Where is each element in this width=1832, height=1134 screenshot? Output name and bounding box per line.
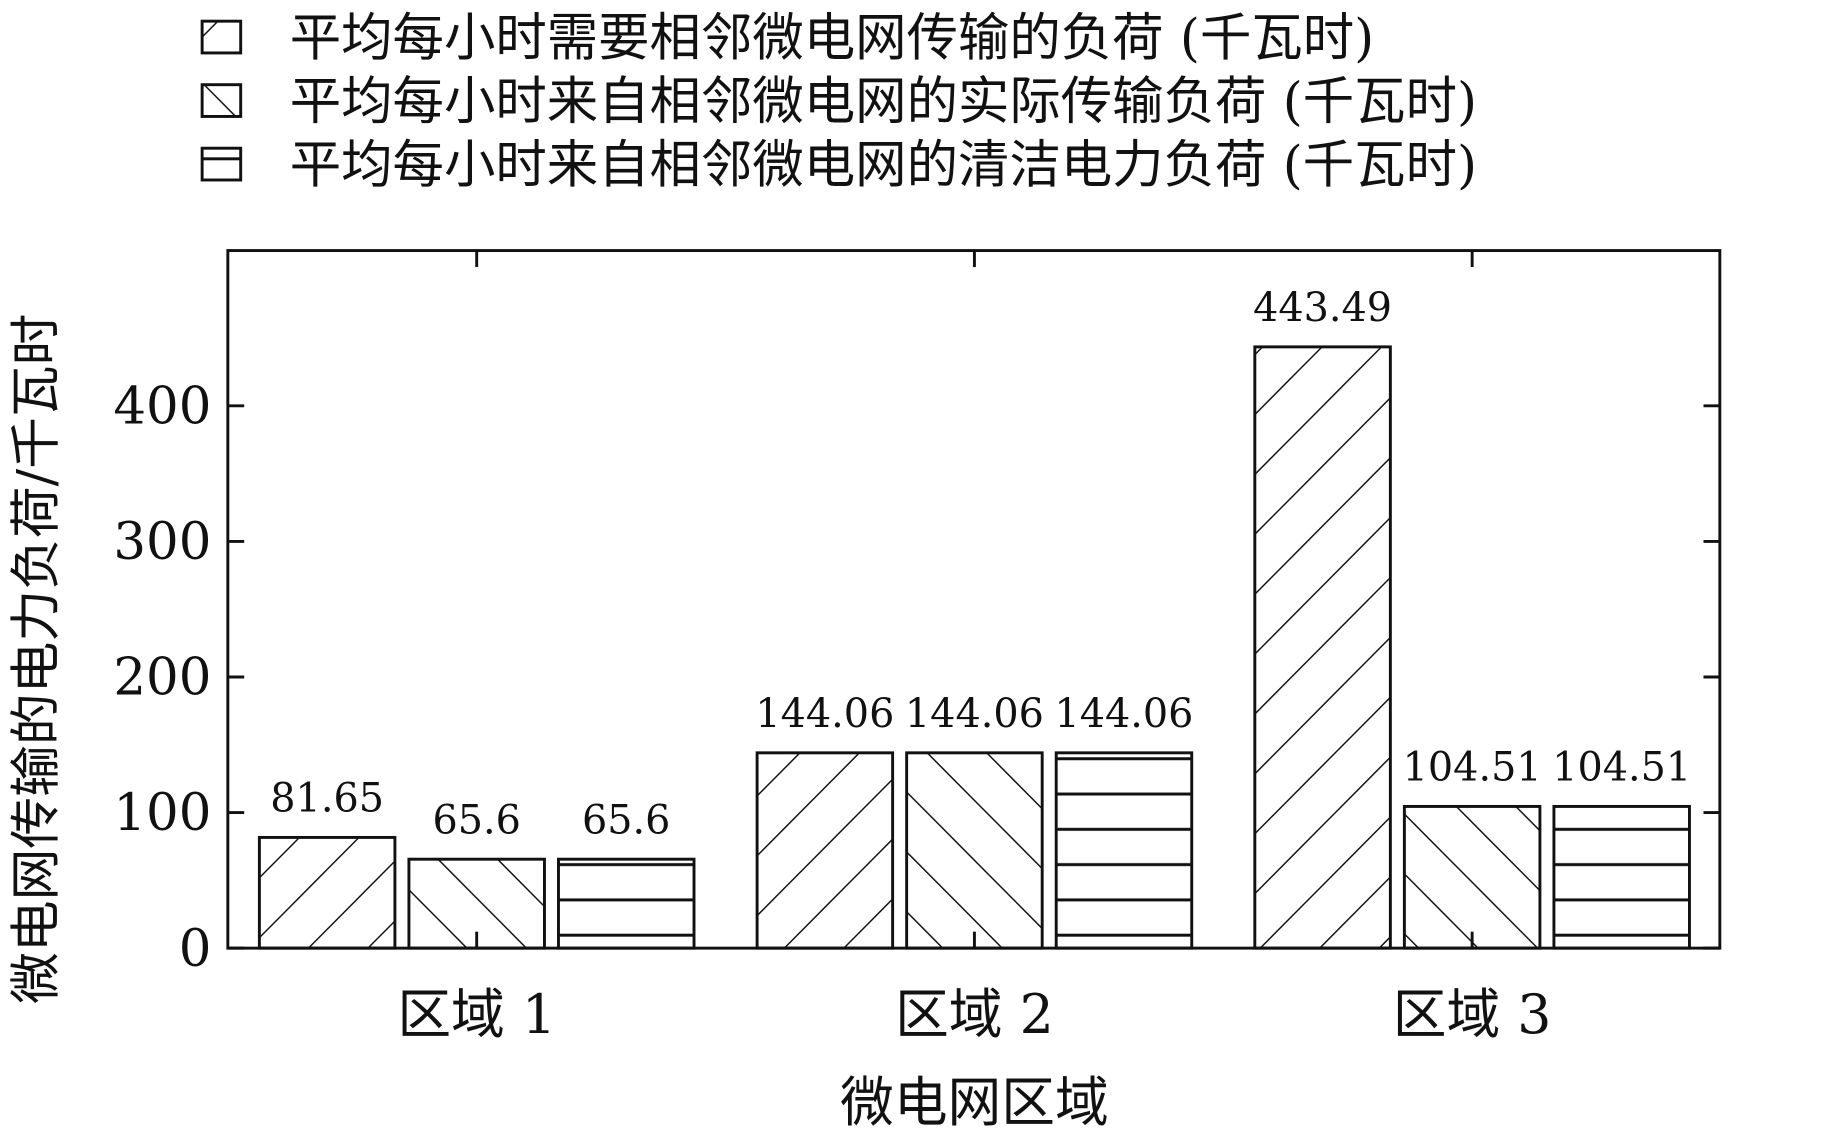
data-label: 104.51 [1552,744,1691,790]
data-label: 81.65 [270,775,384,821]
bar [1253,345,1392,950]
data-label: 144.06 [905,691,1044,737]
y-tick-label: 0 [179,919,212,979]
y-tick-label: 200 [113,647,211,707]
bar [1552,804,1691,950]
data-label: 104.51 [1403,744,1542,790]
y-tick-label: 400 [113,376,211,436]
data-label: 443.49 [1253,285,1392,331]
bar [755,751,895,950]
legend-swatch [200,146,243,182]
bar [905,751,1044,950]
bar [257,835,397,950]
legend-swatch [200,83,243,118]
x-tick-label: 区域 1 [397,983,556,1046]
y-tick-label: 300 [113,512,211,572]
legend-swatch [200,19,243,55]
bar [1402,804,1542,950]
bar [1054,751,1194,950]
bars [257,345,1691,950]
data-label: 144.06 [755,691,894,737]
bar [557,857,696,950]
y-axis-title: 微电网传输的电力负荷/千瓦时 [7,314,67,1004]
legend-label: 平均每小时来自相邻微电网的清洁电力负荷 (千瓦时) [290,135,1477,195]
legend: 平均每小时需要相邻微电网传输的负荷 (千瓦时)平均每小时来自相邻微电网的实际传输… [200,8,1477,195]
x-tick-label: 区域 3 [1393,983,1552,1046]
axes: 0 100 200 300 400 区域 1 区域 2 区域 3 [113,249,1722,1046]
legend-label: 平均每小时需要相邻微电网传输的负荷 (千瓦时) [290,8,1374,68]
data-label: 65.6 [432,797,520,843]
legend-label: 平均每小时来自相邻微电网的实际传输负荷 (千瓦时) [290,72,1477,132]
x-tick-label: 区域 2 [895,983,1054,1046]
data-label: 65.6 [582,797,670,843]
x-axis-title: 微电网区域 [840,1071,1109,1134]
data-label: 144.06 [1054,691,1193,737]
y-tick-label: 100 [113,783,211,843]
